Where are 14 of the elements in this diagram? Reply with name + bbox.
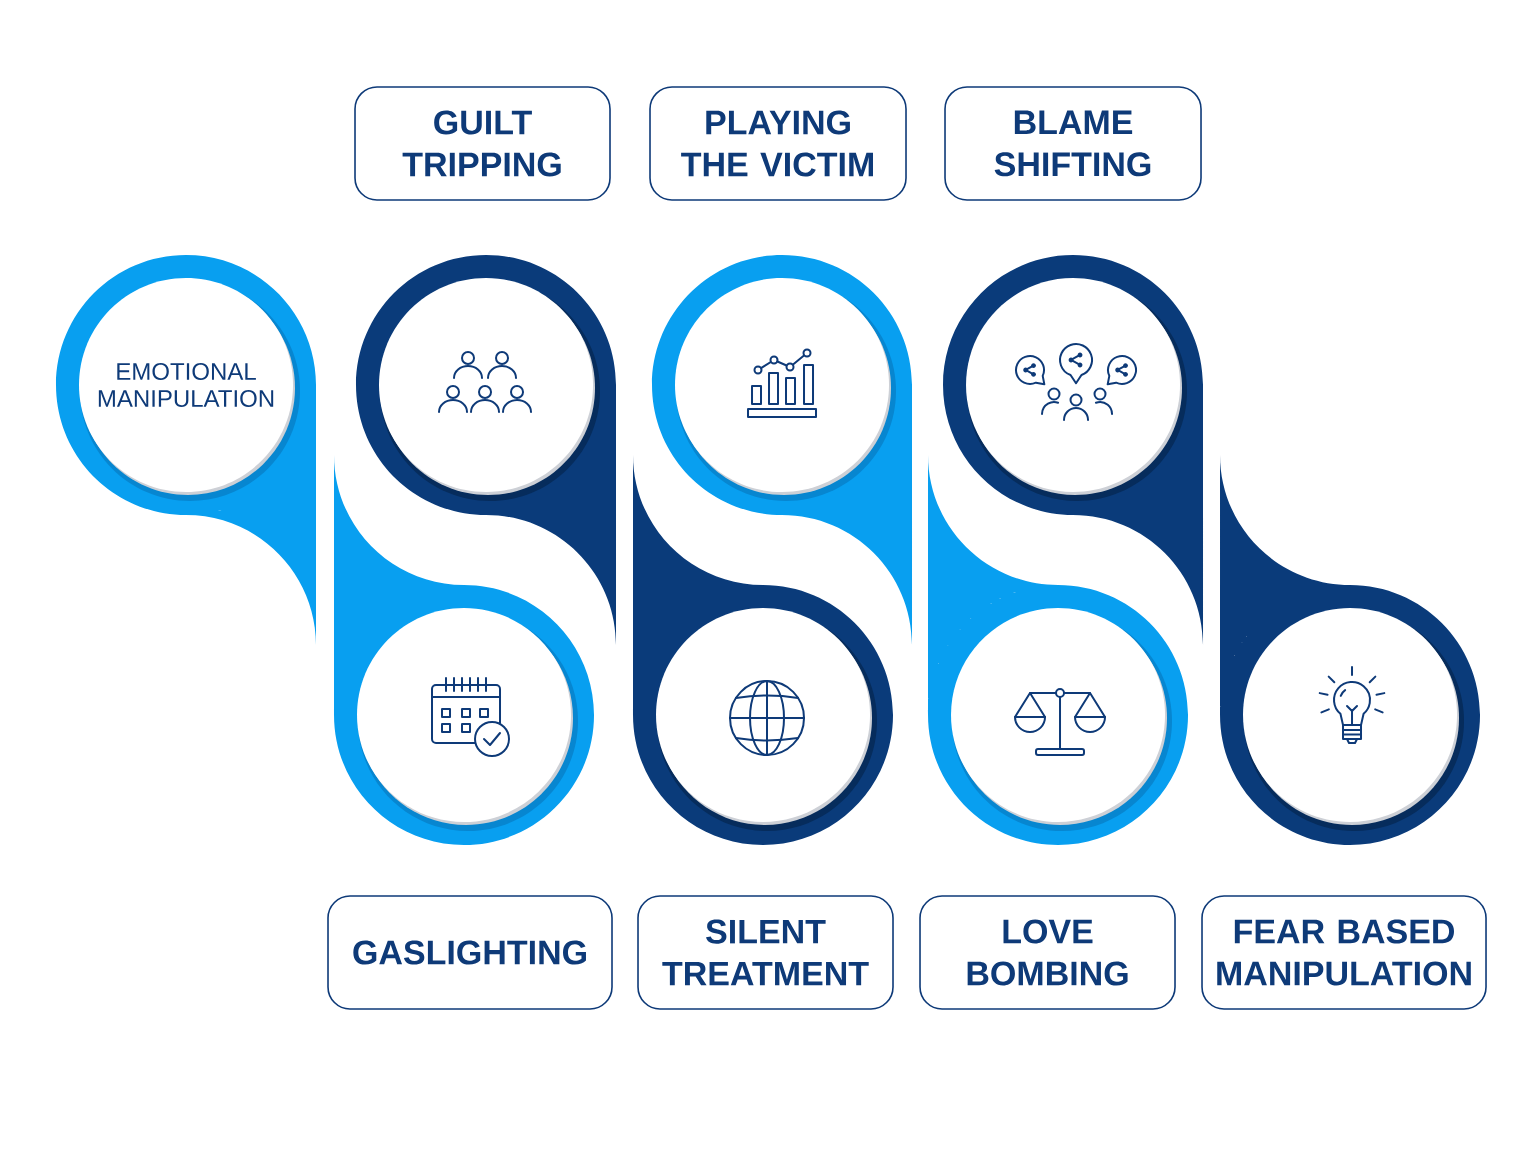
circle xyxy=(379,278,600,501)
circle xyxy=(951,608,1172,831)
circle xyxy=(656,608,877,831)
label-box: SILENT TREATMENT xyxy=(637,895,894,1010)
circle xyxy=(966,278,1187,501)
circle xyxy=(1243,608,1464,831)
circle xyxy=(675,278,896,501)
label-box: GASLIGHTING xyxy=(327,895,613,1010)
label-box: PLAYING THE VICTIM xyxy=(649,86,907,201)
label-box: BLAME SHIFTING xyxy=(944,86,1202,201)
label-box: LOVE BOMBING xyxy=(919,895,1176,1010)
label-box: FEAR BASED MANIPULATION xyxy=(1201,895,1487,1010)
label-box: GUILT TRIPPING xyxy=(354,86,611,201)
circle xyxy=(357,608,578,831)
